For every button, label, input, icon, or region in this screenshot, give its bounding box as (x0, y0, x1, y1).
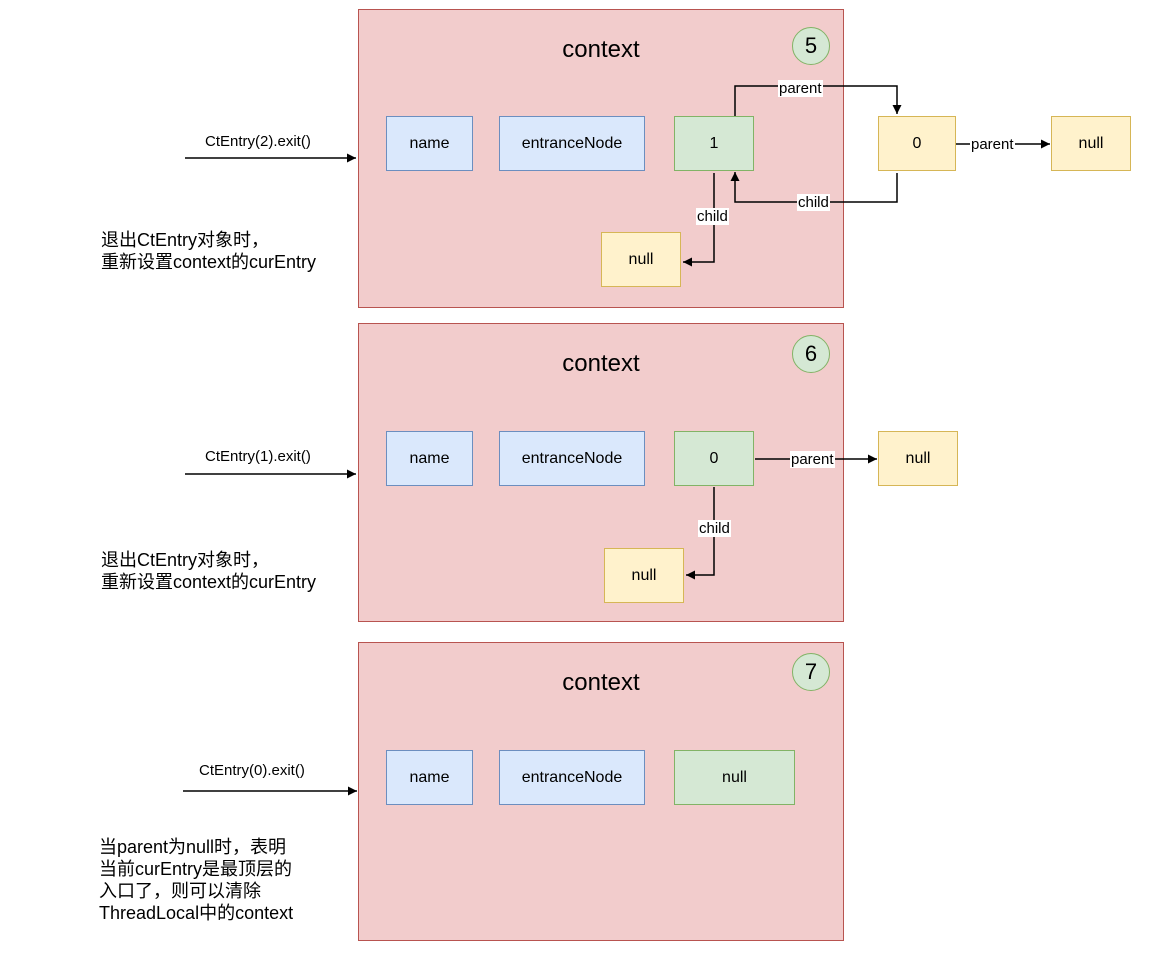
context-title: context (562, 350, 640, 377)
note-line: 重新设置context的curEntry (101, 572, 317, 592)
edge-label-parent: parent (778, 80, 823, 97)
note-line: 退出CtEntry对象时， (101, 550, 270, 570)
note-line: ThreadLocal中的context (99, 903, 294, 923)
note-line: 入口了，则可以清除 (99, 881, 261, 901)
edge-child (683, 173, 715, 267)
note-line: 重新设置context的curEntry (101, 252, 317, 272)
entrance-node: entranceNode (499, 431, 645, 486)
note-line: 当前curEntry是最顶层的 (99, 859, 293, 879)
context-title: context (562, 669, 640, 696)
current-entry-node: 1 (674, 116, 754, 171)
parent-entry-node: 0 (878, 116, 956, 171)
note-text: 当parent为null时，表明 当前curEntry是最顶层的 入口了，则可以… (99, 836, 293, 924)
edge-label-child: child (696, 208, 729, 225)
step-badge: 7 (792, 653, 830, 691)
step-badge: 5 (792, 27, 830, 65)
parent-null-node: null (1051, 116, 1131, 171)
exit-call-label: CtEntry(2).exit() (205, 133, 311, 150)
current-entry-node: 0 (674, 431, 754, 486)
entrance-node: entranceNode (499, 116, 645, 171)
edge-label-child: child (698, 520, 731, 537)
step-badge: 6 (792, 335, 830, 373)
context-title: context (562, 36, 640, 63)
note-line: 当parent为null时，表明 (99, 837, 287, 857)
name-node: name (386, 431, 473, 486)
note-text: 退出CtEntry对象时， 重新设置context的curEntry (101, 549, 316, 593)
edge-child (686, 487, 715, 580)
edge-label-parent: parent (790, 451, 835, 468)
exit-call-label: CtEntry(0).exit() (199, 762, 305, 779)
exit-call-label: CtEntry(1).exit() (205, 448, 311, 465)
child-null-node: null (601, 232, 681, 287)
edge-label-parent: parent (970, 136, 1015, 153)
child-null-node: null (604, 548, 684, 603)
note-line: 退出CtEntry对象时， (101, 230, 270, 250)
entrance-node: entranceNode (499, 750, 645, 805)
edge-label-child: child (797, 194, 830, 211)
parent-null-node: null (878, 431, 958, 486)
note-text: 退出CtEntry对象时， 重新设置context的curEntry (101, 229, 316, 273)
current-entry-node: null (674, 750, 795, 805)
name-node: name (386, 750, 473, 805)
name-node: name (386, 116, 473, 171)
